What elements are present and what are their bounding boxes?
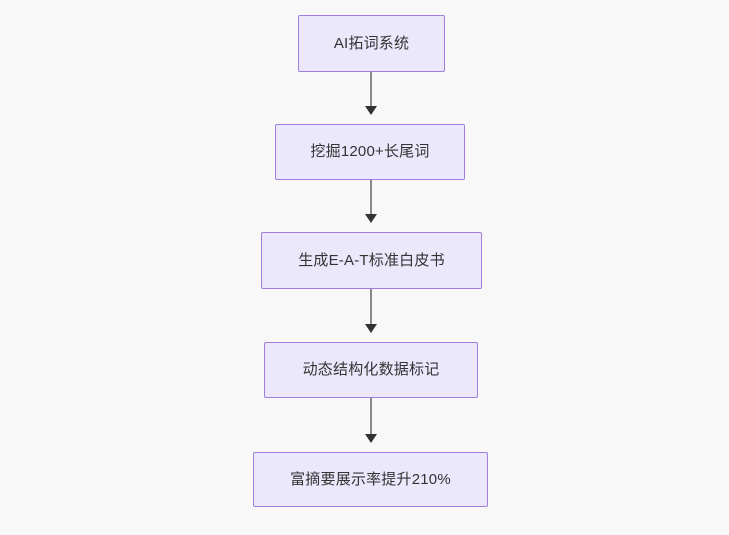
flow-edge-n1-n2 — [370, 72, 372, 107]
flow-arrowhead-n1-n2 — [365, 106, 377, 115]
flow-arrowhead-n4-n5 — [365, 434, 377, 443]
flow-node-dynamic-structured-data-markup[interactable]: 动态结构化数据标记 — [264, 342, 478, 398]
flow-edge-n4-n5 — [370, 398, 372, 435]
flow-arrowhead-n3-n4 — [365, 324, 377, 333]
flow-node-ai-keyword-system[interactable]: AI拓词系统 — [298, 15, 445, 72]
flow-node-mine-longtail-keywords[interactable]: 挖掘1200+长尾词 — [275, 124, 465, 180]
flow-arrowhead-n2-n3 — [365, 214, 377, 223]
flow-node-generate-eat-whitepaper[interactable]: 生成E-A-T标准白皮书 — [261, 232, 482, 289]
flow-edge-n2-n3 — [370, 180, 372, 215]
flow-node-rich-snippet-impression-lift[interactable]: 富摘要展示率提升210% — [253, 452, 488, 507]
flow-edge-n3-n4 — [370, 289, 372, 325]
